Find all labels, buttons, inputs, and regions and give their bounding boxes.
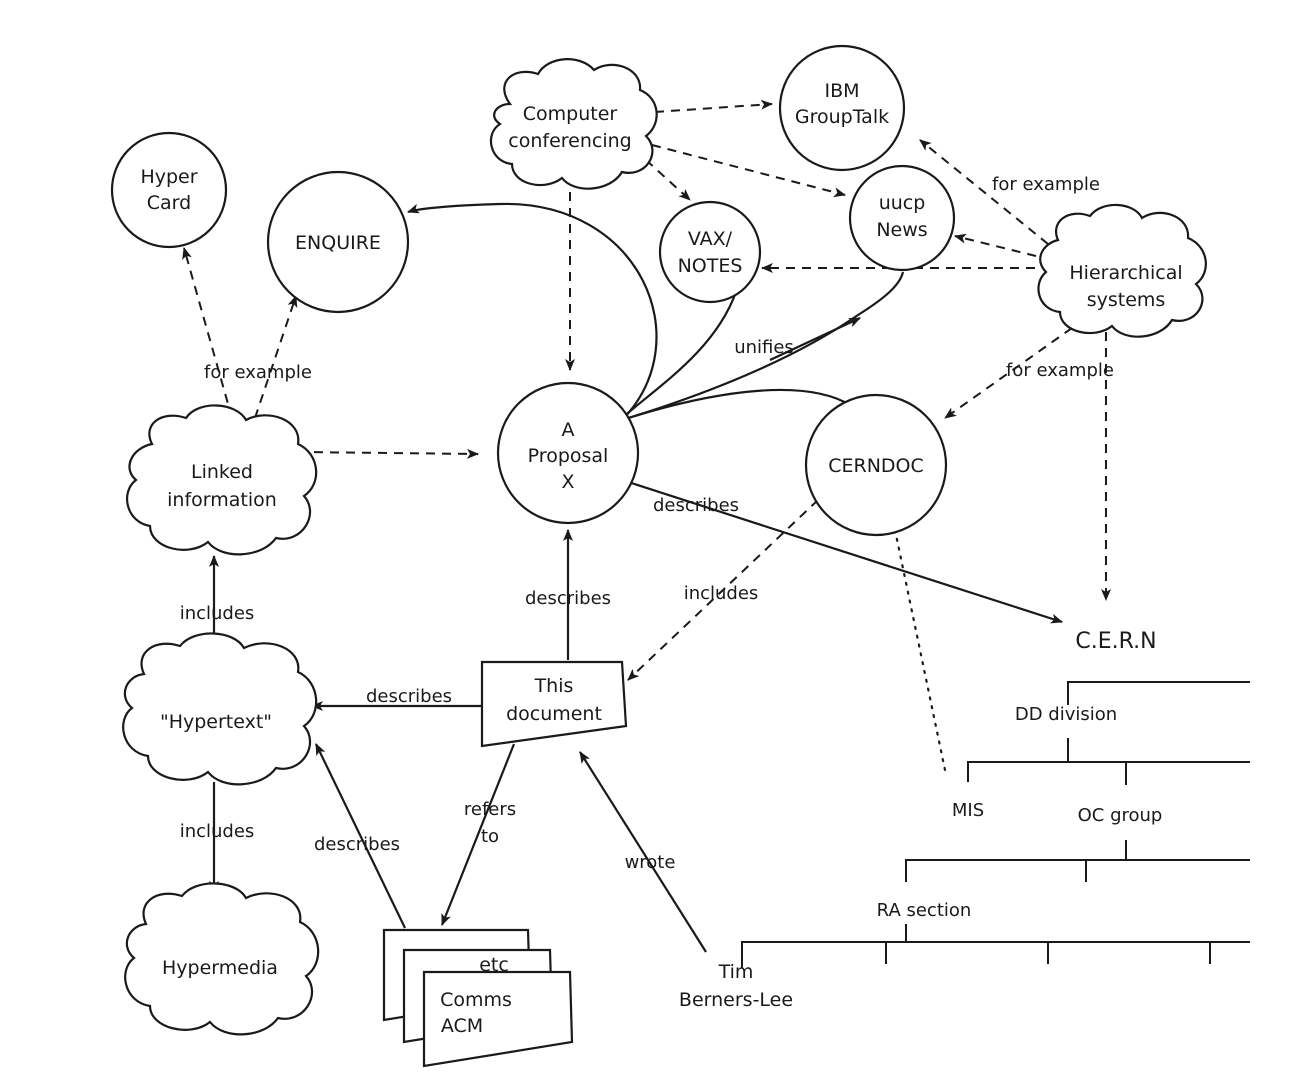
node-proposal-line3: X [561, 471, 574, 493]
node-tim-line2: Berners-Lee [679, 989, 793, 1011]
label-wrote: wrote [625, 852, 676, 873]
org-chart-lines [741, 681, 1250, 968]
label-for-example-left: for example [204, 362, 312, 383]
edge-proposal-to-uucp [621, 271, 905, 422]
edge-conferencing-to-uucp [651, 144, 846, 198]
node-hypercard-line2: Card [147, 192, 191, 214]
label-includes-hypermedia: includes [180, 821, 255, 842]
node-document-line1: This [534, 675, 574, 697]
node-ibm-line2: GroupTalk [795, 106, 889, 128]
edge-tim-to-document [579, 751, 707, 953]
org-mis: MIS [952, 800, 984, 821]
label-unifies: unifies [734, 337, 794, 358]
node-hierarchical-line2: systems [1087, 289, 1166, 311]
label-describes-proposal: describes [525, 588, 611, 609]
node-tim-berners-lee: Tim Berners-Lee [679, 961, 793, 1011]
node-hypercard: Hyper Card [110, 131, 228, 249]
node-cerndoc: CERNDOC [804, 393, 948, 537]
org-oc-group: OC group [1078, 805, 1163, 826]
node-hierarchical-systems: Hierarchical systems [1037, 203, 1207, 338]
node-document-stack: etc Comms ACM [382, 928, 574, 1068]
label-includes-linked: includes [180, 603, 255, 624]
edge-conferencing-to-vax [645, 159, 691, 201]
label-refers-line2: to [481, 826, 499, 847]
node-cerndoc-label: CERNDOC [828, 455, 924, 477]
node-proposal-line1: A [562, 419, 575, 441]
edge-linked-to-enquire [254, 295, 298, 419]
node-comms-line2: ACM [441, 1015, 483, 1037]
edge-proposal-to-enquire [407, 202, 658, 421]
label-refers-line1: refers [464, 799, 516, 820]
edge-linked-to-proposal [297, 448, 479, 459]
node-tim-line1: Tim [718, 961, 754, 983]
edge-cerndoc-to-document [627, 499, 819, 681]
node-linked-line1: Linked [191, 461, 253, 483]
org-dd-division: DD division [1015, 704, 1117, 725]
edge-vax-to-proposal [621, 291, 738, 419]
node-computer-conferencing: Computer conferencing [490, 58, 658, 190]
node-this-document: This document [480, 660, 628, 748]
node-etc-label: etc [479, 954, 509, 976]
stack-sheet-front [422, 970, 574, 1068]
node-hierarchical-line1: Hierarchical [1069, 262, 1182, 284]
node-ibm-grouptalk: IBM GroupTalk [778, 44, 906, 172]
label-describes-cern: describes [653, 495, 739, 516]
edge-labels: for example for example for example unif… [180, 174, 1114, 873]
node-hypermedia-label: Hypermedia [162, 957, 278, 979]
label-for-example-ibm: for example [992, 174, 1100, 195]
label-describes-comms: describes [314, 834, 400, 855]
node-proposal-line2: Proposal [528, 445, 609, 467]
node-vax-line2: NOTES [678, 255, 743, 277]
label-for-example-cerndoc: for example [1006, 360, 1114, 381]
node-hypermedia: Hypermedia [124, 882, 320, 1036]
label-includes-cerndoc: includes [684, 583, 759, 604]
node-enquire-label: ENQUIRE [295, 232, 381, 254]
label-describes-hypertext: describes [366, 686, 452, 707]
node-linked-information: Linked information [126, 404, 318, 556]
node-conferencing-line1: Computer [523, 103, 618, 125]
node-proposal: A Proposal X [496, 381, 640, 525]
edge-hierarchical-to-ibm [919, 139, 1049, 245]
node-ibm-line1: IBM [824, 80, 859, 102]
edge-proposal-to-cerndoc [621, 388, 851, 422]
node-comms-line1: Comms [440, 989, 512, 1011]
org-ra-section: RA section [877, 900, 972, 921]
node-document-line2: document [506, 703, 602, 725]
edge-document-to-comms [440, 743, 516, 926]
edge-proposal-to-cern [621, 478, 1063, 624]
edge-linked-to-hypercard [182, 247, 233, 419]
node-uucp-news: uucp News [848, 164, 956, 272]
edge-conferencing-to-ibm [654, 99, 773, 113]
node-conferencing-line2: conferencing [508, 130, 631, 152]
node-hypertext: "Hypertext" [122, 632, 318, 786]
edge-comms-to-hypertext [315, 743, 406, 929]
org-root-cern: C.E.R.N [1075, 629, 1156, 654]
edge-hierarchical-to-cerndoc [944, 327, 1073, 419]
org-chart: C.E.R.N DD division MIS OC group RA sect… [877, 629, 1163, 921]
node-uucp-line1: uucp [879, 192, 926, 214]
node-enquire: ENQUIRE [266, 170, 410, 314]
node-vax-line1: VAX/ [688, 228, 733, 250]
node-vax-notes: VAX/ NOTES [658, 200, 762, 304]
edge-cerndoc-to-mis [893, 528, 947, 772]
node-uucp-line2: News [876, 219, 927, 241]
node-hypertext-label: "Hypertext" [160, 711, 272, 733]
edge-proposal-arrow-mid [769, 317, 861, 361]
node-linked-line2: information [167, 489, 277, 511]
node-hypercard-line1: Hyper [140, 166, 197, 188]
edge-hierarchical-to-uucp [954, 233, 1037, 257]
